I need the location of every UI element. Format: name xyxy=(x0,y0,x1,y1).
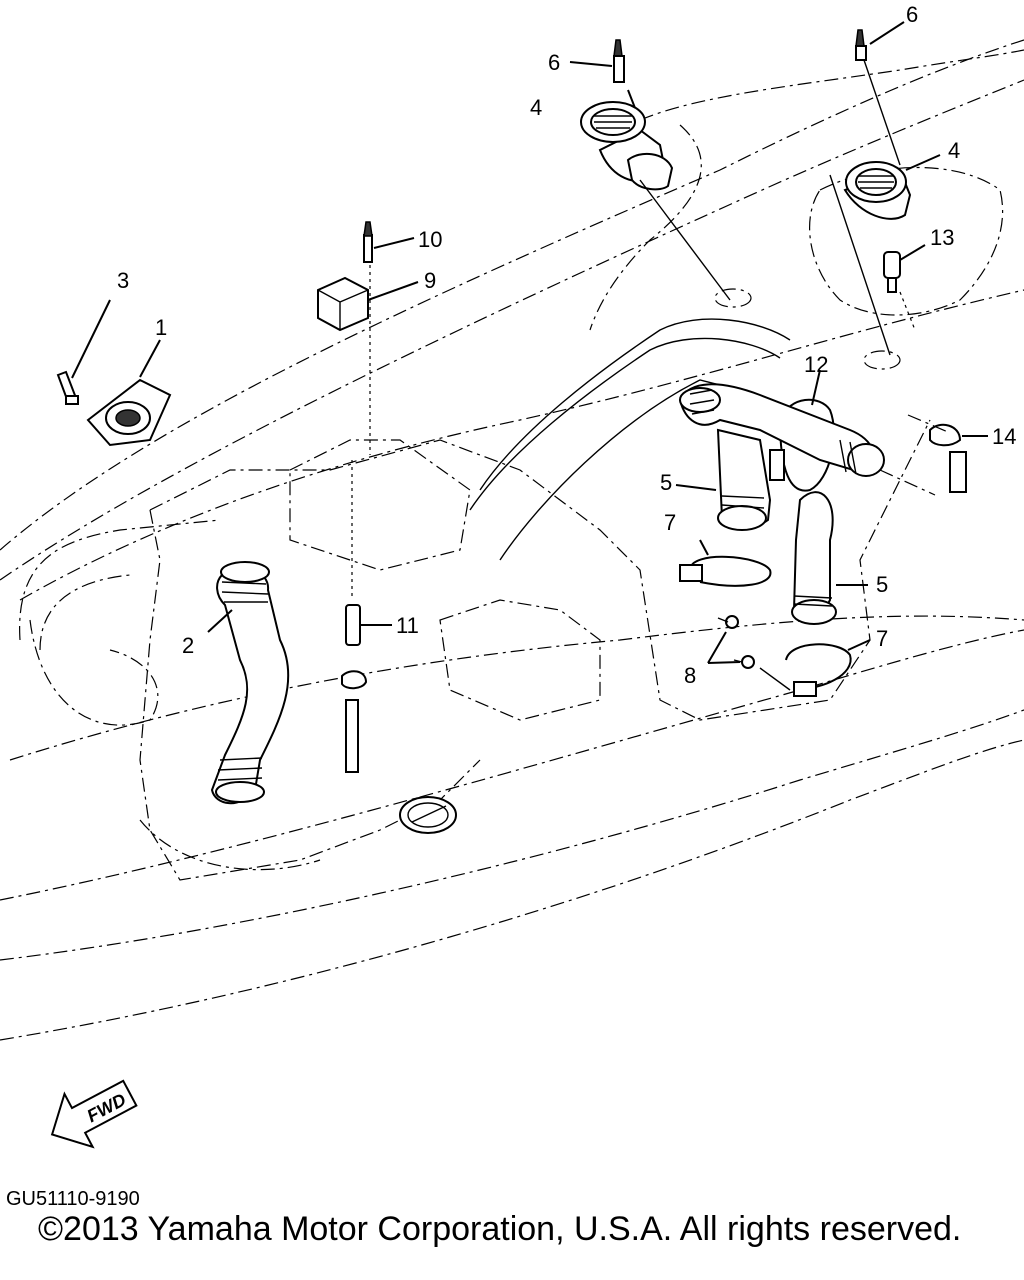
callout-11: 11 xyxy=(396,613,419,638)
callout-6-right: 6 xyxy=(906,2,918,27)
callout-12: 12 xyxy=(804,352,828,377)
part-1-duct-flange xyxy=(86,339,172,447)
part-10-rivet xyxy=(363,221,415,455)
part-6-rivet-right xyxy=(855,21,905,166)
part-9-box xyxy=(317,276,419,332)
engine-compartment xyxy=(139,318,931,881)
part-2-flexible-hose xyxy=(207,561,290,805)
part-13-fitting xyxy=(883,244,926,331)
hull-outline xyxy=(0,39,1024,1041)
part-5-pipe-upper xyxy=(675,383,885,531)
part-8-screws xyxy=(707,615,791,691)
callout-labels: 1 2 3 4 4 5 5 6 6 7 7 8 9 10 11 12 13 14 xyxy=(117,2,1016,688)
callout-4-right: 4 xyxy=(948,138,960,163)
part-7-cable-tie-upper xyxy=(679,539,772,587)
callout-5-upper: 5 xyxy=(660,470,672,495)
callout-7-upper: 7 xyxy=(664,510,676,535)
copyright-notice: ©2013 Yamaha Motor Corporation, U.S.A. A… xyxy=(38,1210,962,1248)
part-4-vent-left xyxy=(580,101,752,308)
part-6-rivet-left xyxy=(569,39,636,109)
callout-10: 10 xyxy=(418,227,442,252)
callout-8: 8 xyxy=(684,663,696,688)
part-5-pipe-lower xyxy=(791,469,936,625)
callout-5-lower: 5 xyxy=(876,572,888,597)
part-3-rivet xyxy=(56,299,111,405)
drawing-code: GU51110-9190 xyxy=(6,1188,140,1210)
callout-6-left: 6 xyxy=(548,50,560,75)
callout-4-left: 4 xyxy=(530,95,542,120)
callout-9: 9 xyxy=(424,268,436,293)
callout-7-lower: 7 xyxy=(876,626,888,651)
forward-arrow-icon: FWD xyxy=(50,1079,138,1149)
fuel-tank-outline xyxy=(19,519,221,651)
part-4-vent-right xyxy=(829,154,941,370)
callout-13: 13 xyxy=(930,225,954,250)
callout-2: 2 xyxy=(182,633,194,658)
part-12-tie-band xyxy=(769,369,835,492)
part-11-pin xyxy=(341,460,392,773)
part-14-clip xyxy=(907,414,988,493)
callout-14: 14 xyxy=(992,424,1016,449)
callout-3: 3 xyxy=(117,268,129,293)
hull-cap xyxy=(399,796,457,834)
callout-1: 1 xyxy=(155,315,167,340)
part-7-cable-tie-lower xyxy=(785,639,871,697)
